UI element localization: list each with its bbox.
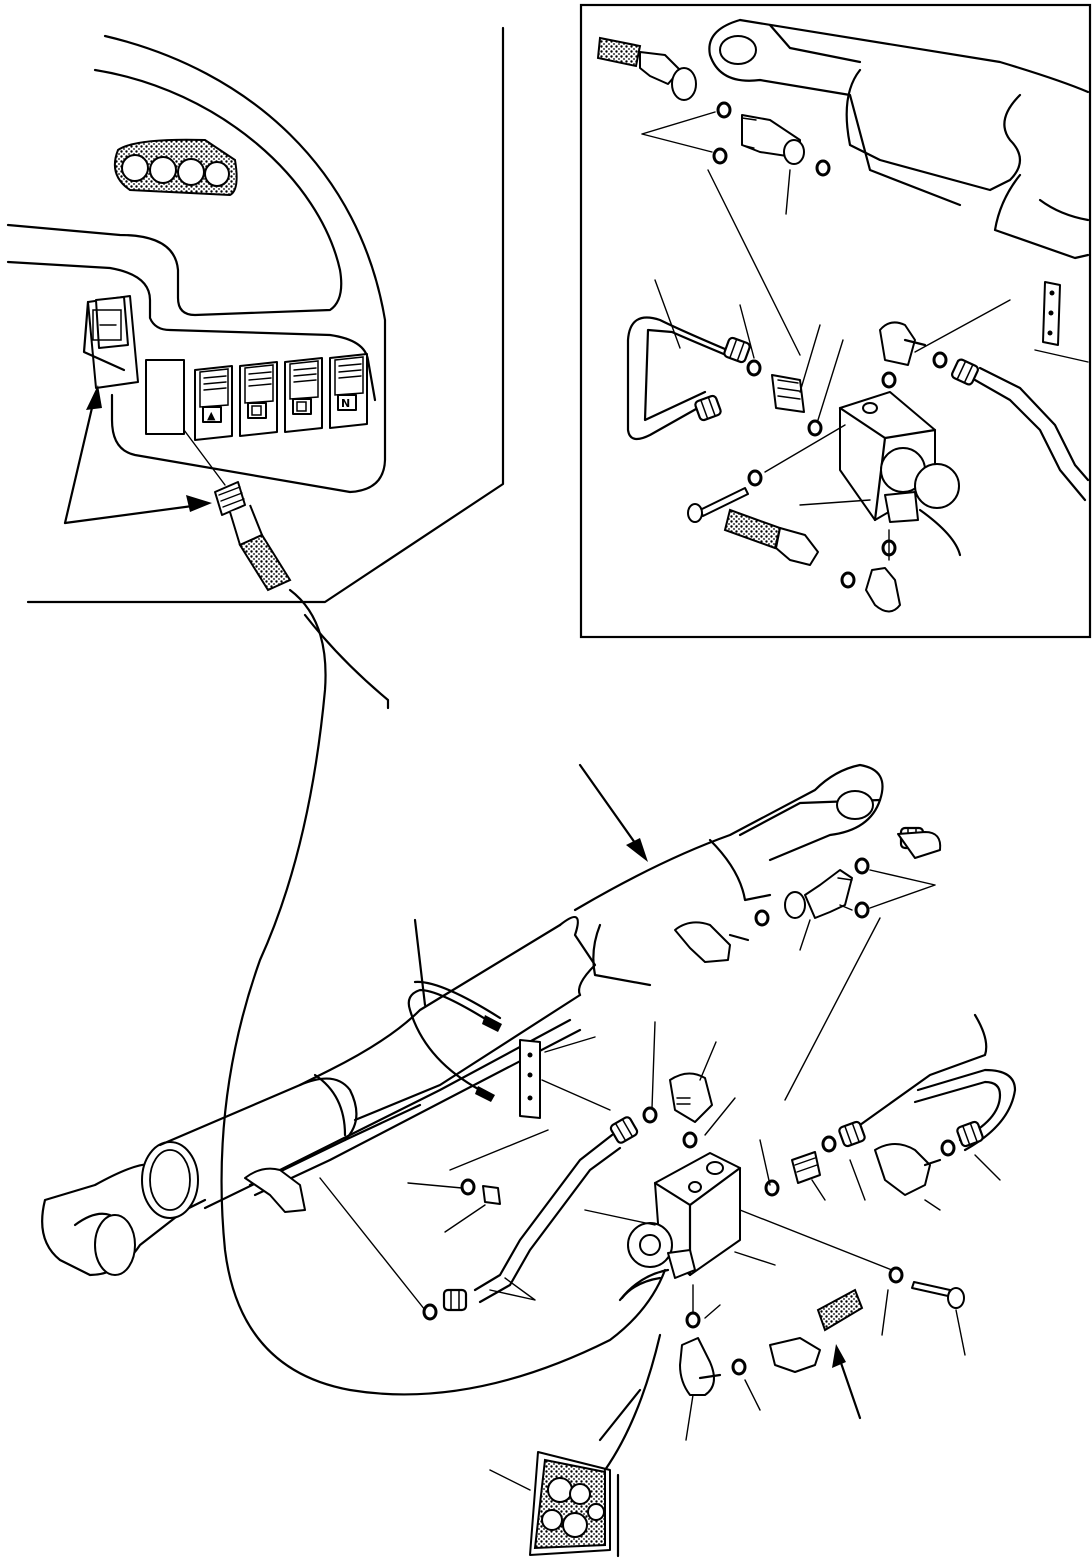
valve-detail-inset: [579, 3, 1092, 639]
tee-fitting: [754, 826, 942, 1101]
switch-1-glyph: ▲: [207, 409, 216, 422]
solenoid-valve-block: [584, 1152, 776, 1279]
switch-4-glyph: N: [341, 397, 350, 410]
hydraulic-cylinder: [41, 763, 884, 1277]
pressure-tube: [319, 1114, 640, 1321]
callout-arrow-left: [63, 393, 97, 525]
blank-plate: [145, 359, 185, 435]
rocker-switch-2[interactable]: [239, 361, 278, 437]
rocker-switch-4[interactable]: N: [329, 353, 368, 429]
rocker-switch-row: ▲ N: [194, 353, 368, 441]
solenoid-valve-block-detail: [838, 391, 962, 557]
rocker-switch-1[interactable]: ▲: [194, 365, 233, 441]
rocker-switch-main[interactable]: [82, 295, 139, 389]
dashboard-inset: ▲ N: [6, 26, 505, 604]
rocker-switch-3[interactable]: [284, 357, 323, 433]
indicator-lamp-cluster: [114, 138, 238, 197]
callout-arrow-hose: [832, 1344, 846, 1368]
seal-kit-packet: [489, 1333, 662, 1558]
wiring-harness: [220, 588, 667, 1396]
callout-arrow-connector: [186, 495, 212, 512]
loop-tube-right: [837, 1013, 1017, 1181]
wiring-connector: [214, 481, 292, 592]
